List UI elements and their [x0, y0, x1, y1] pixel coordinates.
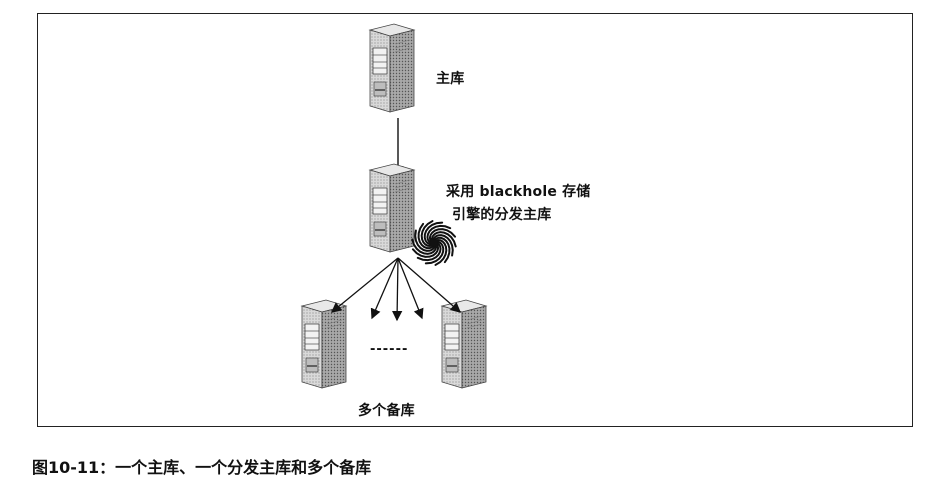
blackhole-swirl-arm — [414, 229, 436, 252]
blackhole-swirl-arm — [411, 243, 440, 258]
blackhole-swirl-arm — [424, 240, 445, 265]
blackhole-swirl-arm — [430, 231, 457, 248]
blackhole-swirl-arm — [426, 224, 452, 244]
blackhole-icon — [411, 220, 457, 266]
blackhole-swirl-arm — [420, 220, 434, 248]
blackhole-swirl-arm — [416, 242, 442, 262]
blackhole-swirl-arm — [434, 238, 448, 266]
arrow-icon — [391, 257, 403, 322]
arrow-icon — [370, 257, 399, 320]
blackhole-swirl-arm — [423, 221, 444, 246]
blackhole-swirl-arm — [432, 234, 454, 257]
blackhole-swirl-arm — [433, 236, 451, 264]
master-label: 主库 — [436, 71, 465, 87]
blackhole-swirl-arm — [411, 238, 438, 255]
replicas-label: 多个备库 — [358, 403, 415, 419]
arrow-icon — [330, 257, 399, 313]
distribution-master-server-icon — [369, 163, 415, 253]
distribution-master-label-line1: 采用 blackhole 存储 — [446, 184, 591, 200]
distribution-master-label-line2: 引擎的分发主库 — [452, 207, 552, 223]
arrow-icon — [397, 257, 461, 313]
replica-ellipsis: ------ — [370, 342, 409, 357]
diagram-frame — [37, 13, 913, 427]
fanout-arrows — [330, 257, 461, 322]
blackhole-swirl-arm — [417, 222, 435, 250]
blackhole-swirl-arm — [428, 228, 457, 243]
replica-server-left-icon — [301, 299, 347, 389]
arrow-icon — [397, 257, 424, 320]
replica-server-right-icon — [441, 299, 487, 389]
figure-caption: 图10-11：一个主库、一个分发主库和多个备库 — [32, 458, 372, 477]
master-server-icon — [369, 23, 415, 113]
blackhole-core — [430, 239, 438, 247]
